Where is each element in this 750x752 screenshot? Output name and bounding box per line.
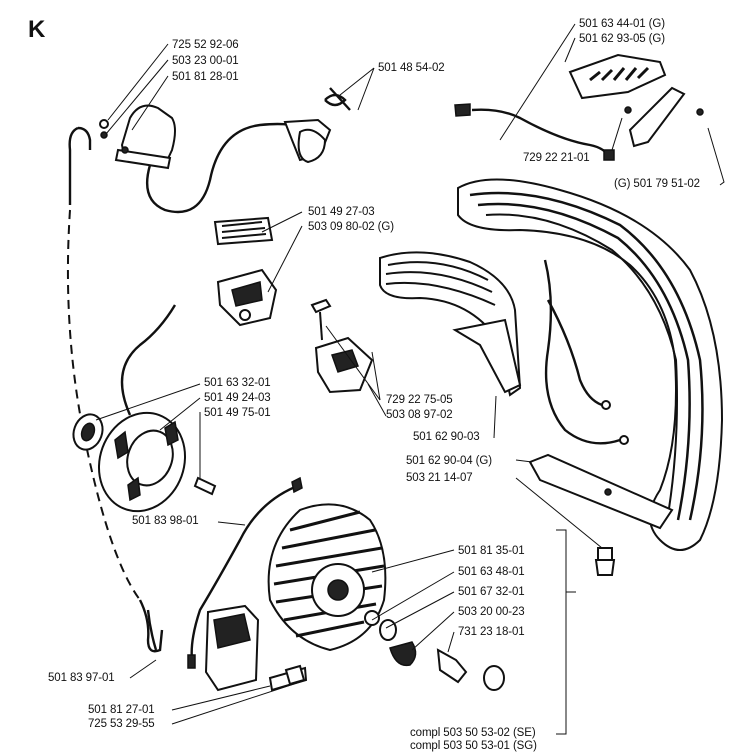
part-label-725-53-29-55: 725 53 29-55 bbox=[88, 718, 155, 730]
section-letter: K bbox=[28, 16, 46, 43]
part-label-503-09-80-02: 503 09 80-02 (G) bbox=[308, 221, 394, 233]
handle-grip bbox=[379, 251, 522, 397]
part-label-501-63-32-01: 501 63 32-01 bbox=[204, 377, 271, 389]
part-label-501-63-48-01: 501 63 48-01 bbox=[458, 566, 525, 578]
part-label-501-81-35-01: 501 81 35-01 bbox=[458, 545, 525, 557]
part-label-501-62-90-03: 501 62 90-03 bbox=[413, 431, 480, 443]
part-label-503-23-00-01: 503 23 00-01 bbox=[172, 55, 239, 67]
switch-housing bbox=[216, 268, 278, 327]
filter-element bbox=[213, 216, 274, 246]
throttle-block bbox=[310, 298, 374, 394]
part-label-501-62-93-05: 501 62 93-05 (G) bbox=[579, 33, 665, 45]
part-label-501-49-27-03: 501 49 27-03 bbox=[308, 206, 375, 218]
part-label-compl-503-50-53-01: compl 503 50 53-01 (SG) bbox=[410, 740, 537, 752]
handle-bar bbox=[457, 178, 724, 551]
part-label-501-81-27-01: 501 81 27-01 bbox=[88, 704, 155, 716]
leader-lines bbox=[95, 23, 725, 735]
part-label-501-49-24-03: 501 49 24-03 bbox=[204, 392, 271, 404]
part-label-501-83-98-01: 501 83 98-01 bbox=[132, 515, 199, 527]
part-label-729-22-75-05: 729 22 75-05 bbox=[386, 394, 453, 406]
part-label-501-49-75-01: 501 49 75-01 bbox=[204, 407, 271, 419]
part-label-compl-503-50-53-02: compl 503 50 53-02 (SE) bbox=[410, 727, 536, 739]
part-label-501-63-44-01: 501 63 44-01 (G) bbox=[579, 18, 665, 30]
part-label-503-21-14-07: 503 21 14-07 bbox=[406, 472, 473, 484]
stator-flywheel bbox=[267, 503, 505, 691]
part-label-503-20-00-23: 503 20 00-23 bbox=[458, 606, 525, 618]
part-label-729-22-21-01: 729 22 21-01 bbox=[523, 152, 590, 164]
grip-plate bbox=[568, 53, 704, 148]
part-label-501-83-97-01: 501 83 97-01 bbox=[48, 672, 115, 684]
ignition-coil bbox=[99, 104, 176, 170]
spark-plug-cap bbox=[283, 87, 351, 164]
part-label-501-81-28-01: 501 81 28-01 bbox=[172, 71, 239, 83]
flywheel-rotor bbox=[72, 304, 217, 513]
part-label-501-62-90-04: 501 62 90-04 (G) bbox=[406, 455, 492, 467]
part-label-501-48-54-02: 501 48 54-02 bbox=[378, 62, 445, 74]
part-label-731-23-18-01: 731 23 18-01 bbox=[458, 626, 525, 638]
part-label-501-79-51-02: (G) 501 79 51-02 bbox=[614, 178, 700, 190]
part-label-725-52-92-06: 725 52 92-06 bbox=[172, 39, 239, 51]
part-label-501-67-32-01: 501 67 32-01 bbox=[458, 586, 525, 598]
part-label-503-08-97-02: 503 08 97-02 bbox=[386, 409, 453, 421]
bracket bbox=[528, 453, 674, 576]
